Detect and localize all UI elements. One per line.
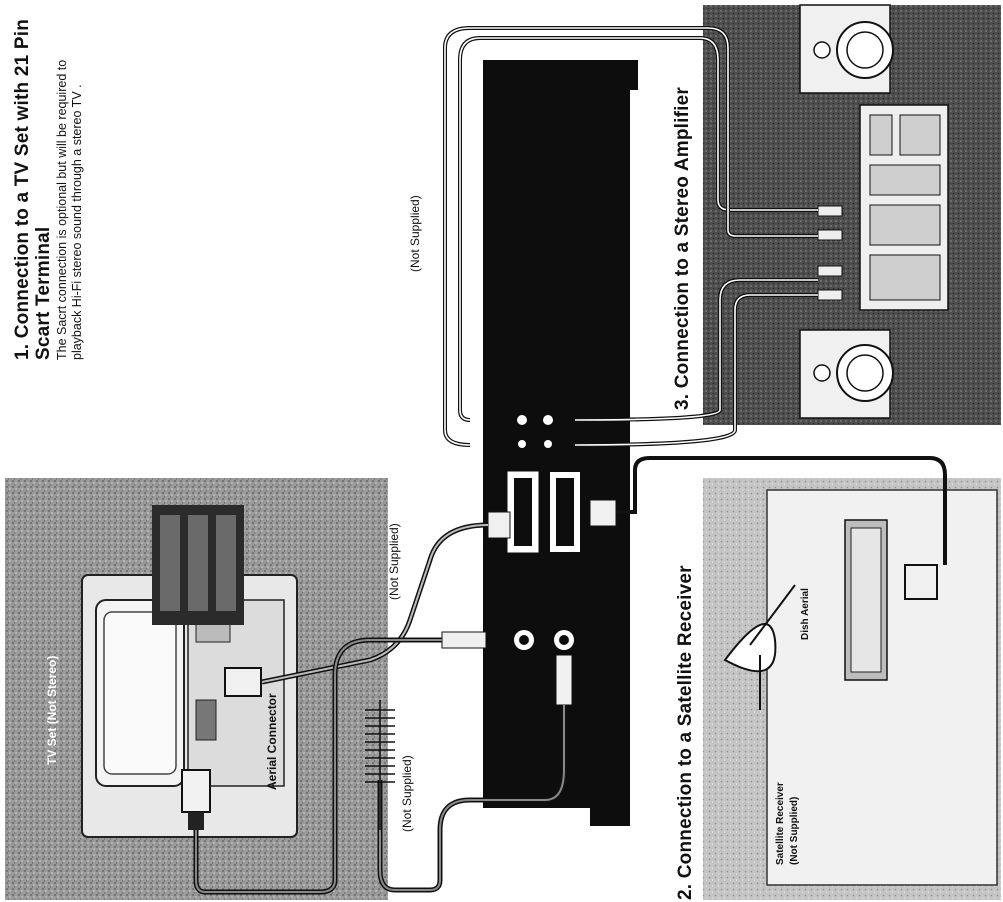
not-supplied-label-scart: (Not Supplied) [387,523,401,600]
section-3-title: 3. Connection to a Stereo Amplifier [672,87,694,410]
section-1-description-line2: playback Hi-Fi stereo sound through a st… [70,84,85,360]
aerial-connector-label: Aerial Connector [265,693,279,790]
section-1-title-line2: Scart Terminal [33,227,55,360]
satellite-receiver-sublabel: (Not Supplied) [789,797,800,865]
dish-aerial-label: Dish Aerial [800,588,811,640]
not-supplied-label-audio: (Not Supplied) [408,195,422,272]
section-1-title: 1. Connection to a TV Set with 21 Pin [12,19,34,360]
satellite-receiver-label: Satellite Receiver [775,782,786,865]
section-1-description-line1: The Sacrt connection is optional but wil… [55,60,70,360]
section-2-title: 2. Connection to a Satellite Receiver [675,565,697,900]
satellite-panel [703,478,1001,900]
amplifier-panel [703,5,1001,425]
not-supplied-label-aerial: (Not Supplied) [400,755,414,832]
tv-set-label: TV Set (Not Stereo) [45,656,59,765]
